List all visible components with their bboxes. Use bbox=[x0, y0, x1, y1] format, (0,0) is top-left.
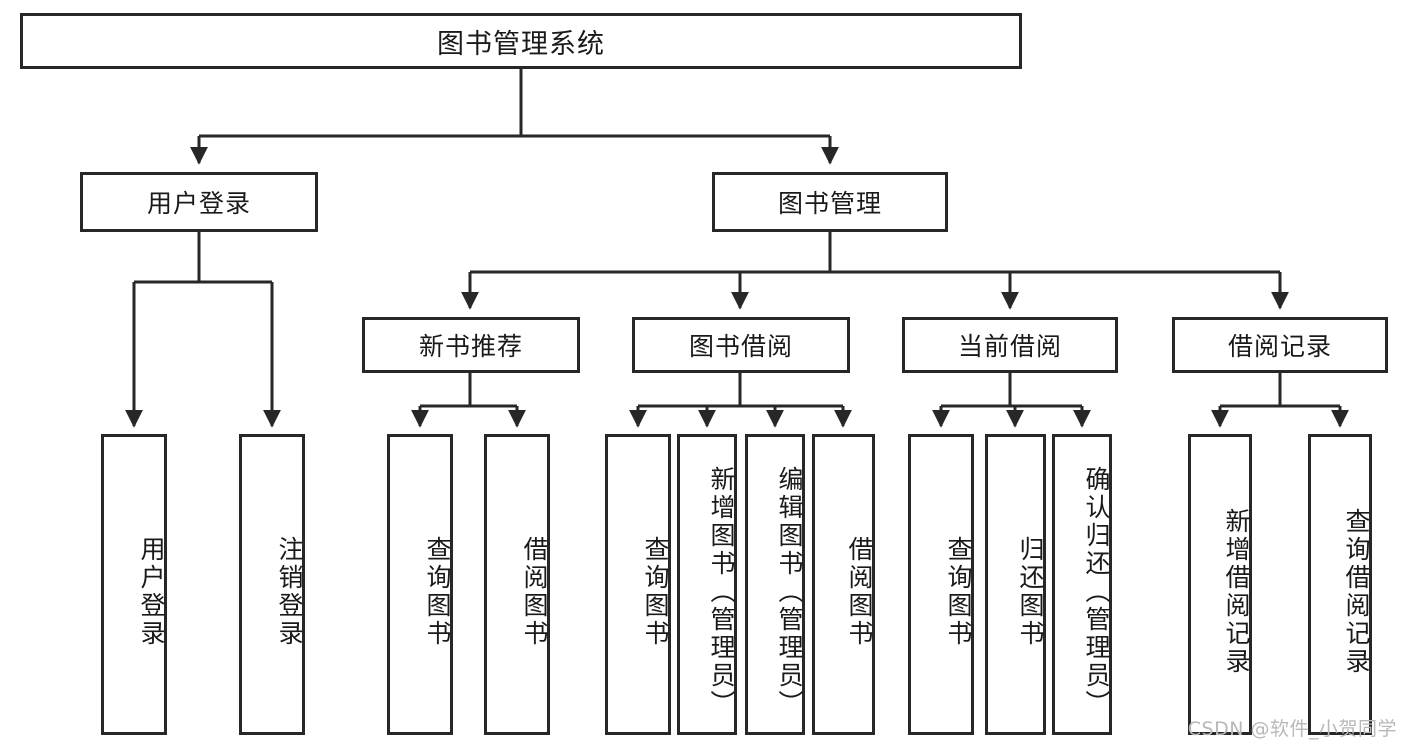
csdn-watermark: CSDN @软件_小贺同学 bbox=[1187, 718, 1397, 740]
node-root-book-management-system[interactable]: 图书管理系统 bbox=[20, 13, 1022, 69]
leaf-query-book-borrow[interactable]: 查询图书 bbox=[605, 434, 671, 735]
node-user-login[interactable]: 用户登录 bbox=[80, 172, 318, 232]
leaf-confirm-return-admin[interactable]: 确认归还（管理员） bbox=[1052, 434, 1112, 735]
leaf-borrow-book-newbook[interactable]: 借阅图书 bbox=[484, 434, 550, 735]
node-new-book-recommend[interactable]: 新书推荐 bbox=[362, 317, 580, 373]
node-book-management[interactable]: 图书管理 bbox=[712, 172, 948, 232]
node-book-borrow[interactable]: 图书借阅 bbox=[632, 317, 850, 373]
leaf-query-book-current[interactable]: 查询图书 bbox=[908, 434, 974, 735]
leaf-query-book-newbook[interactable]: 查询图书 bbox=[387, 434, 453, 735]
node-current-borrow[interactable]: 当前借阅 bbox=[902, 317, 1118, 373]
leaf-add-borrow-record[interactable]: 新增借阅记录 bbox=[1188, 434, 1252, 735]
leaf-query-borrow-record[interactable]: 查询借阅记录 bbox=[1308, 434, 1372, 735]
leaf-logout[interactable]: 注销登录 bbox=[239, 434, 305, 735]
leaf-return-book[interactable]: 归还图书 bbox=[985, 434, 1046, 735]
leaf-add-book-admin[interactable]: 新增图书（管理员） bbox=[677, 434, 737, 735]
leaf-borrow-book[interactable]: 借阅图书 bbox=[812, 434, 875, 735]
node-borrow-record[interactable]: 借阅记录 bbox=[1172, 317, 1388, 373]
leaf-user-login[interactable]: 用户登录 bbox=[101, 434, 167, 735]
leaf-edit-book-admin[interactable]: 编辑图书（管理员） bbox=[745, 434, 805, 735]
